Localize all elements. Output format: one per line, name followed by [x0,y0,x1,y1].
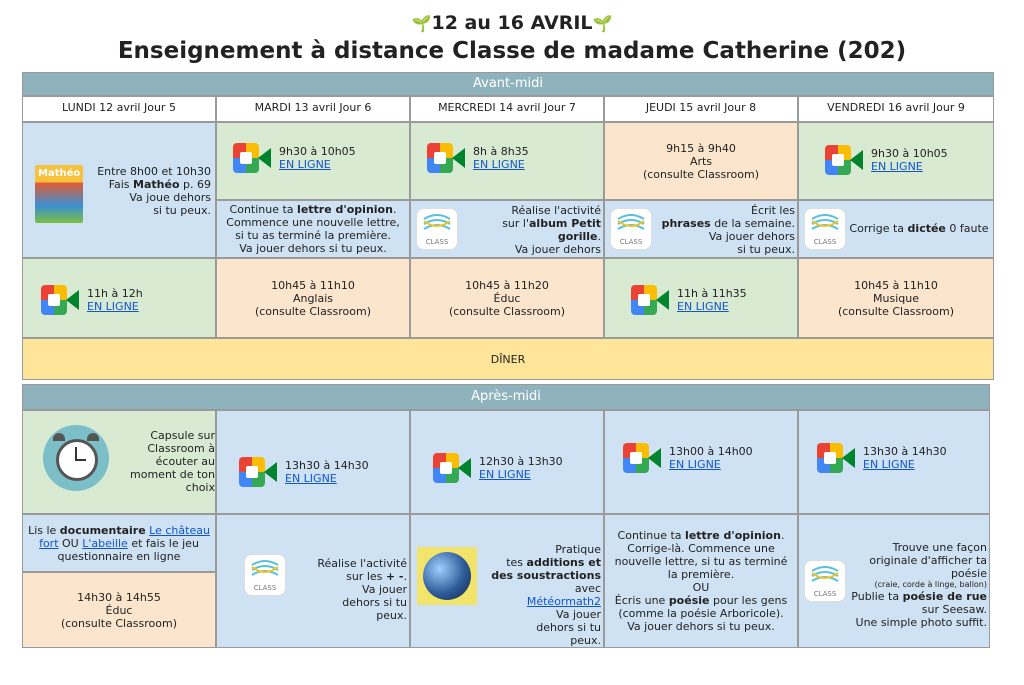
meteormath-link[interactable]: Météormath2 [526,595,601,608]
google-meet-icon[interactable] [623,443,661,473]
en-ligne-link[interactable]: EN LIGNE [473,158,525,171]
monday-educ-slot: 14h30 à 14h55 Éduc (consulte Classroom) [22,572,216,648]
en-ligne-link[interactable]: EN LIGNE [863,458,915,471]
google-meet-icon[interactable] [817,443,855,473]
sprout-icon: 🌱 [592,14,613,33]
classkick-icon[interactable]: CLASS [611,209,651,249]
matheo-book-icon: Mathéo [35,165,83,223]
sprout-icon: 🌱 [411,14,432,33]
tuesday-afternoon-meet-slot: 13h30 à 14h30 EN LIGNE [216,410,410,514]
google-meet-icon[interactable] [825,145,863,175]
classkick-icon[interactable]: CLASS [245,555,285,595]
wednesday-math-task: Pratique tes additions et des soustracti… [410,514,604,648]
monday-morning-task: Mathéo Entre 8h00 et 10h30 Fais Mathéo p… [22,122,216,258]
alarm-clock-icon [43,425,109,491]
tuesday-english-slot: 10h45 à 11h10 Anglais (consulte Classroo… [216,258,410,338]
chateau-fort-link[interactable]: Le château fort [39,523,210,550]
friday-poetry-task: CLASS Trouve une façon originale d'affic… [798,514,990,648]
wednesday-activity-task: CLASS Réalise l'activité sur l'album Pet… [410,200,604,258]
google-meet-icon[interactable] [41,285,79,315]
monday-reading-task: Lis le documentaire Le château fort OU L… [22,514,216,572]
tuesday-meet-slot: 9h30 à 10h05 EN LIGNE [216,122,410,200]
thursday-meet-slot: 11h à 11h35 EN LIGNE [604,258,798,338]
classkick-icon[interactable]: CLASS [805,561,845,601]
classkick-icon[interactable]: CLASS [417,209,457,249]
abeille-link[interactable]: L'abeille [82,536,128,550]
en-ligne-link[interactable]: EN LIGNE [285,472,337,485]
en-ligne-link[interactable]: EN LIGNE [87,300,139,313]
earth-image-icon [417,547,477,605]
morning-header: Avant-midi [22,72,994,96]
week-title: 🌱12 au 16 AVRIL🌱 [411,12,613,34]
day-header-thursday: JEUDI 15 avril Jour 8 [604,96,798,122]
wednesday-afternoon-meet-slot: 12h30 à 13h30 EN LIGNE [410,410,604,514]
en-ligne-link[interactable]: EN LIGNE [871,160,923,173]
lunch-row: DÎNER [22,338,994,380]
google-meet-icon[interactable] [631,285,669,315]
page-title: Enseignement à distance Classe de madame… [117,38,907,64]
friday-afternoon-meet-slot: 13h30 à 14h30 EN LIGNE [798,410,990,514]
wednesday-meet-slot: 8h à 8h35 EN LIGNE [410,122,604,200]
day-header-tuesday: MARDI 13 avril Jour 6 [216,96,410,122]
thursday-writing-afternoon-task: Continue ta lettre d'opinion. Corrige-là… [604,514,798,648]
day-header-monday: LUNDI 12 avril Jour 5 [22,96,216,122]
day-header-wednesday: MERCREDI 14 avril Jour 7 [410,96,604,122]
thursday-writing-task: CLASS Écrit les phrases de la semaine. V… [604,200,798,258]
wednesday-educ-slot: 10h45 à 11h20 Éduc (consulte Classroom) [410,258,604,338]
google-meet-icon[interactable] [433,453,471,483]
thursday-arts-slot: 9h15 à 9h40 Arts (consulte Classroom) [604,122,798,200]
google-meet-icon[interactable] [427,143,465,173]
classkick-icon[interactable]: CLASS [805,209,845,249]
friday-music-slot: 10h45 à 11h10 Musique (consulte Classroo… [798,258,994,338]
friday-meet-slot: 9h30 à 10h05 EN LIGNE [798,122,994,200]
tuesday-writing-task: Continue ta lettre d'opinion. Commence u… [216,200,410,258]
monday-meet-slot: 11h à 12h EN LIGNE [22,258,216,338]
afternoon-header: Après-midi [22,384,990,410]
monday-capsule-task: Capsule sur Classroom à écouter au momen… [22,410,216,514]
en-ligne-link[interactable]: EN LIGNE [479,468,531,481]
en-ligne-link[interactable]: EN LIGNE [677,300,729,313]
google-meet-icon[interactable] [239,457,277,487]
tuesday-math-task: CLASS Réalise l'activité sur les + -. Va… [216,514,410,648]
friday-dictation-task: CLASS Corrige ta dictée 0 faute [798,200,994,258]
en-ligne-link[interactable]: EN LIGNE [669,458,721,471]
day-header-friday: VENDREDI 16 avril Jour 9 [798,96,994,122]
thursday-afternoon-meet-slot: 13h00 à 14h00 EN LIGNE [604,410,798,514]
en-ligne-link[interactable]: EN LIGNE [279,158,331,171]
google-meet-icon[interactable] [233,143,271,173]
